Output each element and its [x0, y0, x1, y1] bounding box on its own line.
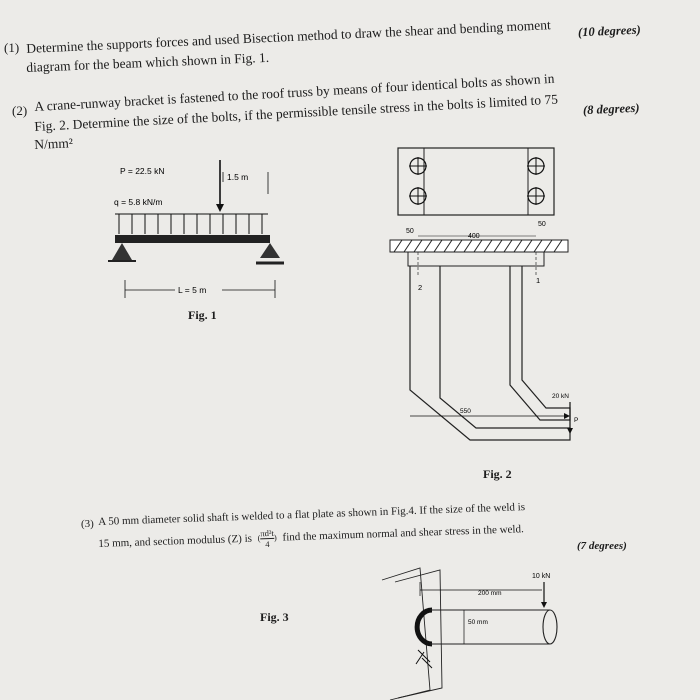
- fig1-distance-label: 1.5 m: [227, 172, 248, 182]
- fig2-caption: Fig. 2: [483, 467, 512, 481]
- fig3-dim-200: 200 mm: [478, 590, 501, 597]
- fig2-dim-550-head: [564, 413, 570, 419]
- q3-formula-denominator: 4: [265, 539, 270, 550]
- fig2-dim-550: 550: [460, 408, 471, 415]
- fig1-caption: Fig. 1: [188, 308, 217, 322]
- fig2-bolt-icon: [409, 187, 427, 205]
- q1-degrees: (10 degrees): [577, 22, 642, 40]
- q1-line-1: Determine the supports forces and used B…: [26, 17, 552, 56]
- fig1-point-load-head: [216, 204, 224, 212]
- fig3-shaft-diagram: 10 kN 200 mm 50 mm: [381, 567, 558, 700]
- fig2-bolt-icon: [527, 187, 545, 205]
- fig1-point-load-label: P = 22.5 kN: [120, 166, 165, 176]
- fig2-bolt-icon: [527, 157, 545, 175]
- q3-line-2-end: find the maximum normal and shear stress…: [282, 523, 524, 544]
- fig2-base-flange: [407, 251, 545, 267]
- fig3-caption: Fig. 3: [260, 610, 289, 624]
- fig1-beam: [115, 235, 270, 243]
- fig2-dim-50-left: 50: [406, 228, 414, 235]
- fig2-label-2: 2: [418, 283, 422, 292]
- fig2-bracket-diagram: 50 400 50 2 1 20 kN P 550: [389, 147, 578, 441]
- q3-degrees: (7 degrees): [577, 540, 627, 552]
- fig2-roof-hatch: [389, 239, 569, 253]
- fig2-inner-plate: [423, 147, 529, 216]
- fig2-bolt-icon: [409, 157, 427, 175]
- fig3-load-label: 10 kN: [532, 573, 550, 580]
- q3-line-2-start: 15 mm, and section modulus (Z) is: [98, 532, 253, 551]
- fig1-distributed-load-label: q = 5.8 kN/m: [114, 197, 162, 207]
- q3-number: (3): [81, 518, 94, 530]
- q2-number: (2): [12, 103, 28, 118]
- fig1-roller-support: [260, 243, 280, 258]
- q2-degrees: (8 degrees): [582, 100, 640, 118]
- fig3-load-head: [541, 602, 547, 608]
- q3-formula-numerator: πd²t: [260, 527, 275, 540]
- q1-number: (1): [4, 40, 20, 55]
- fig2-load-label: 20 kN: [552, 393, 569, 400]
- fig2-load-p: P: [574, 417, 578, 424]
- fig1-beam-diagram: P = 22.5 kN 1.5 m q = 5.8 kN/m: [108, 160, 284, 298]
- fig2-bracket-body: [409, 266, 571, 441]
- fig3-shaft-end: [542, 609, 558, 645]
- fig2-label-1: 1: [536, 276, 540, 285]
- fig2-dim-400: 400: [468, 233, 480, 240]
- fig2-top-plate: [397, 147, 555, 216]
- fig3-plate-outline: [381, 567, 431, 700]
- fig3-dim-50: 50 mm: [468, 619, 488, 626]
- fig3-plate-front: [394, 569, 443, 699]
- q2-line-3: N/mm²: [34, 135, 74, 152]
- fig1-distributed-load: [115, 213, 268, 234]
- fig2-dim-50-right: 50: [538, 221, 546, 228]
- fig1-span-label: L = 5 m: [178, 285, 206, 295]
- fig2-load-head: [567, 428, 573, 434]
- fig3-weld-ring: [414, 607, 433, 647]
- fig1-pin-support: [112, 243, 132, 260]
- fig3-weld-symbol: [415, 649, 433, 669]
